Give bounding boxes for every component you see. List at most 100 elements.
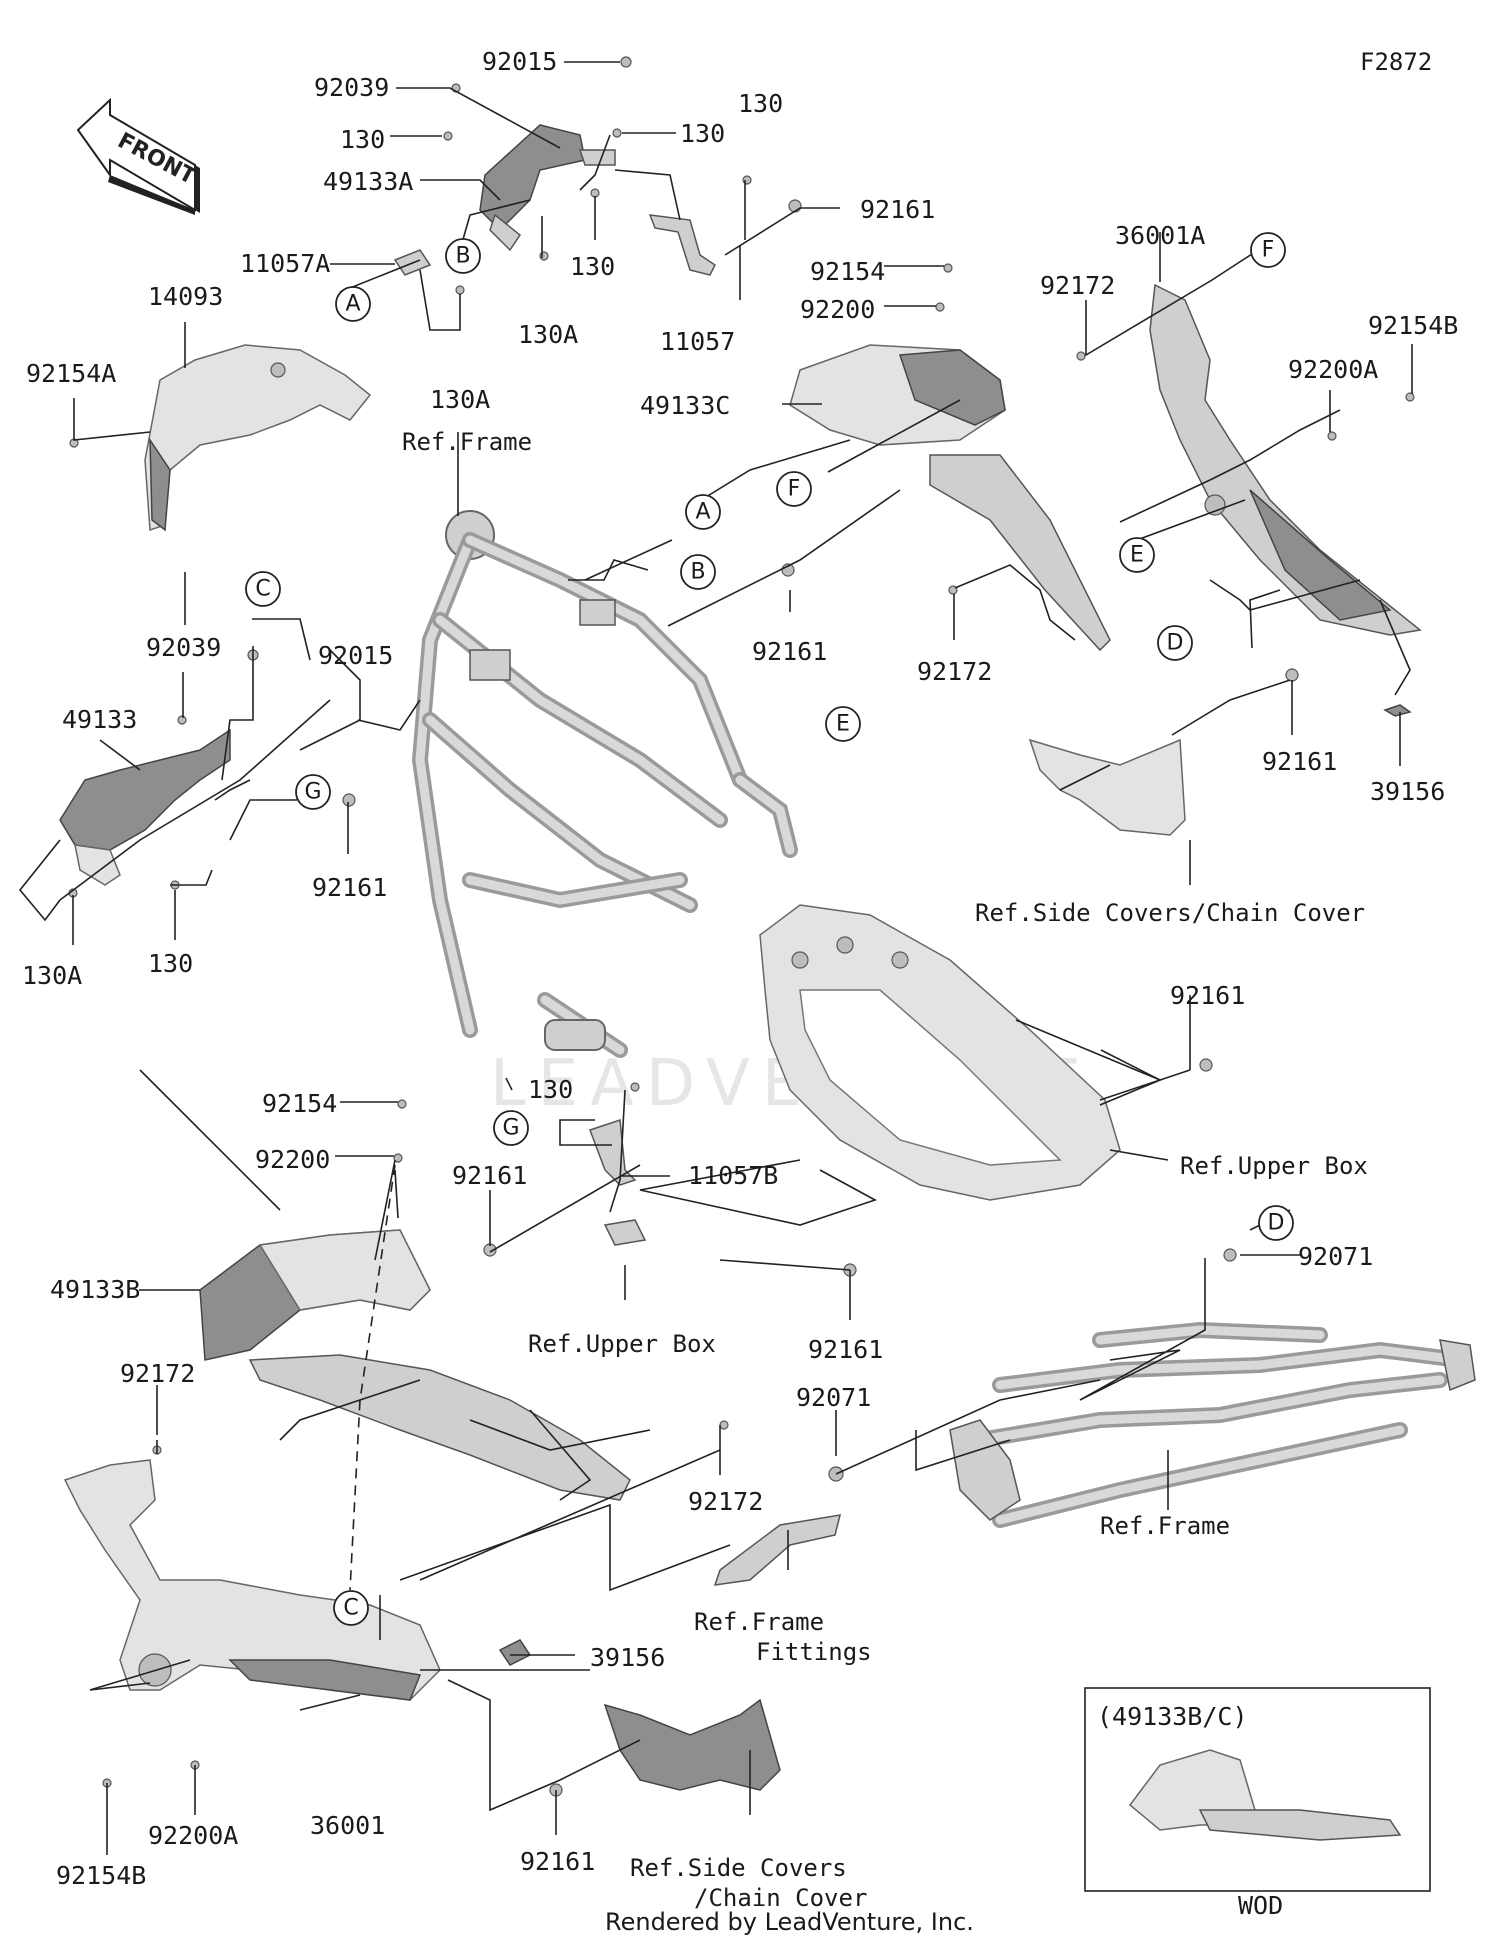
part-label-130: 130: [148, 949, 193, 978]
cover-14093-drawing: [144, 344, 372, 532]
cover-36001-drawing: [63, 1459, 441, 1701]
callout-circle-g-mid: G: [493, 1110, 529, 1146]
callout-circle-e-frame: E: [825, 706, 861, 742]
part-label-49133: 49133: [62, 705, 137, 734]
svg-text:E: E: [836, 712, 850, 737]
ref-label-frame: Ref.Frame: [1100, 1512, 1230, 1540]
part-label-92161: 92161: [808, 1335, 883, 1364]
part-label-130: 130: [340, 125, 385, 154]
bracket-11057-drawing: [648, 214, 716, 276]
ref-label-frame: Ref.Frame: [402, 428, 532, 456]
part-label-11057A: 11057A: [240, 249, 330, 278]
part-label-92172: 92172: [688, 1487, 763, 1516]
part-label-36001A: 36001A: [1115, 221, 1205, 250]
part-label-130A: 130A: [22, 961, 82, 990]
svg-text:B: B: [690, 560, 705, 585]
svg-text:D: D: [1268, 1211, 1285, 1236]
pad-39156-top-drawing: [1383, 704, 1412, 717]
part-label-92172: 92172: [917, 657, 992, 686]
part-label-11057B: 11057B: [688, 1161, 778, 1190]
callout-circle-a-top: A: [335, 286, 371, 322]
callout-circle-b-top: B: [445, 238, 481, 274]
bracket-11057B-drawing: [589, 1118, 647, 1246]
part-label-92015: 92015: [318, 641, 393, 670]
part-label-92161: 92161: [452, 1161, 527, 1190]
inset-title: (49133B/C): [1097, 1702, 1248, 1731]
svg-text:C: C: [255, 577, 270, 602]
part-label-92200A: 92200A: [148, 1821, 238, 1850]
part-label-92200: 92200: [800, 295, 875, 324]
part-label-130: 130: [738, 89, 783, 118]
part-label-92154A: 92154A: [26, 359, 116, 388]
frame-fittings-drawing: [713, 1514, 842, 1586]
svg-text:G: G: [304, 780, 321, 805]
part-label-130A: 130A: [430, 385, 490, 414]
part-label-92154: 92154: [262, 1089, 337, 1118]
part-label-92172: 92172: [1040, 271, 1115, 300]
upper-box-drawing: [759, 904, 1121, 1201]
callout-circle-d-frame: D: [1258, 1205, 1294, 1241]
part-label-39156: 39156: [590, 1643, 665, 1672]
part-label-49133A: 49133A: [323, 167, 413, 196]
inset-box: (49133B/C) WOD: [1084, 1687, 1431, 1920]
part-label-92071: 92071: [796, 1383, 871, 1412]
part-label-92154B: 92154B: [56, 1861, 146, 1890]
svg-text:A: A: [695, 500, 710, 525]
part-label-39156: 39156: [1370, 777, 1445, 806]
ref-label-upper-box: Ref.Upper Box: [1180, 1152, 1368, 1180]
part-label-92161: 92161: [520, 1847, 595, 1876]
pad-39156-bottom-drawing: [498, 1639, 532, 1666]
front-arrow-icon: FRONT: [76, 97, 200, 215]
part-label-92161: 92161: [1170, 981, 1245, 1010]
cover-36001A-drawing: [1149, 283, 1422, 636]
part-label-92015: 92015: [482, 47, 557, 76]
cover-49133B-drawing: [199, 1229, 631, 1501]
bracket-49133A-drawing: [479, 124, 616, 252]
part-label-36001: 36001: [310, 1811, 385, 1840]
frame-drawing: [411, 510, 798, 1058]
cover-49133-drawing: [59, 728, 231, 886]
ref-side-covers-top-drawing: [1028, 738, 1186, 836]
part-label-92161: 92161: [312, 873, 387, 902]
ref-label-frame-fittings: Ref.Frame: [694, 1608, 824, 1636]
ref-label-frame-fittings: Fittings: [756, 1638, 872, 1666]
svg-text:E: E: [1130, 543, 1144, 568]
ref-label-chain-cover: /Chain Cover: [694, 1884, 867, 1912]
callout-circle-b-frame: B: [680, 554, 716, 590]
cover-49133C-drawing: [789, 344, 1111, 652]
callout-circle-e-cover: E: [1119, 537, 1155, 573]
part-label-11057: 11057: [660, 327, 735, 356]
part-label-14093: 14093: [148, 282, 223, 311]
part-label-92200A: 92200A: [1288, 355, 1378, 384]
callout-circle-f-top: F: [1250, 232, 1286, 268]
part-label-130: 130: [528, 1075, 573, 1104]
svg-text:F: F: [1262, 238, 1275, 263]
ref-label-side-covers: Ref.Side Covers/Chain Cover: [975, 899, 1365, 927]
part-label-49133B: 49133B: [50, 1275, 140, 1304]
part-label-130: 130: [570, 252, 615, 281]
svg-text:B: B: [455, 244, 470, 269]
part-label-130A: 130A: [518, 320, 578, 349]
svg-text:A: A: [345, 292, 360, 317]
part-label-92161: 92161: [1262, 747, 1337, 776]
ref-label-side-covers: Ref.Side Covers: [630, 1854, 847, 1882]
part-label-92039: 92039: [146, 633, 221, 662]
callout-circle-f-cover: F: [776, 471, 812, 507]
svg-text:G: G: [502, 1116, 519, 1141]
part-label-92172: 92172: [120, 1359, 195, 1388]
callout-circle-c-top: C: [245, 571, 281, 607]
part-label-92200: 92200: [255, 1145, 330, 1174]
part-label-92161: 92161: [860, 195, 935, 224]
callout-circle-d-cover: D: [1157, 625, 1193, 661]
part-label-49133C: 49133C: [640, 391, 730, 420]
callout-circle-a-frame: A: [685, 494, 721, 530]
ref-side-covers-bottom-drawing: [603, 1698, 781, 1791]
footer-credit: Rendered by LeadVenture, Inc.: [605, 1908, 974, 1936]
inset-caption: WOD: [1238, 1891, 1283, 1920]
callout-circle-g-left: G: [295, 774, 331, 810]
part-label-92161: 92161: [752, 637, 827, 666]
part-label-92039: 92039: [314, 73, 389, 102]
svg-text:C: C: [343, 1596, 358, 1621]
